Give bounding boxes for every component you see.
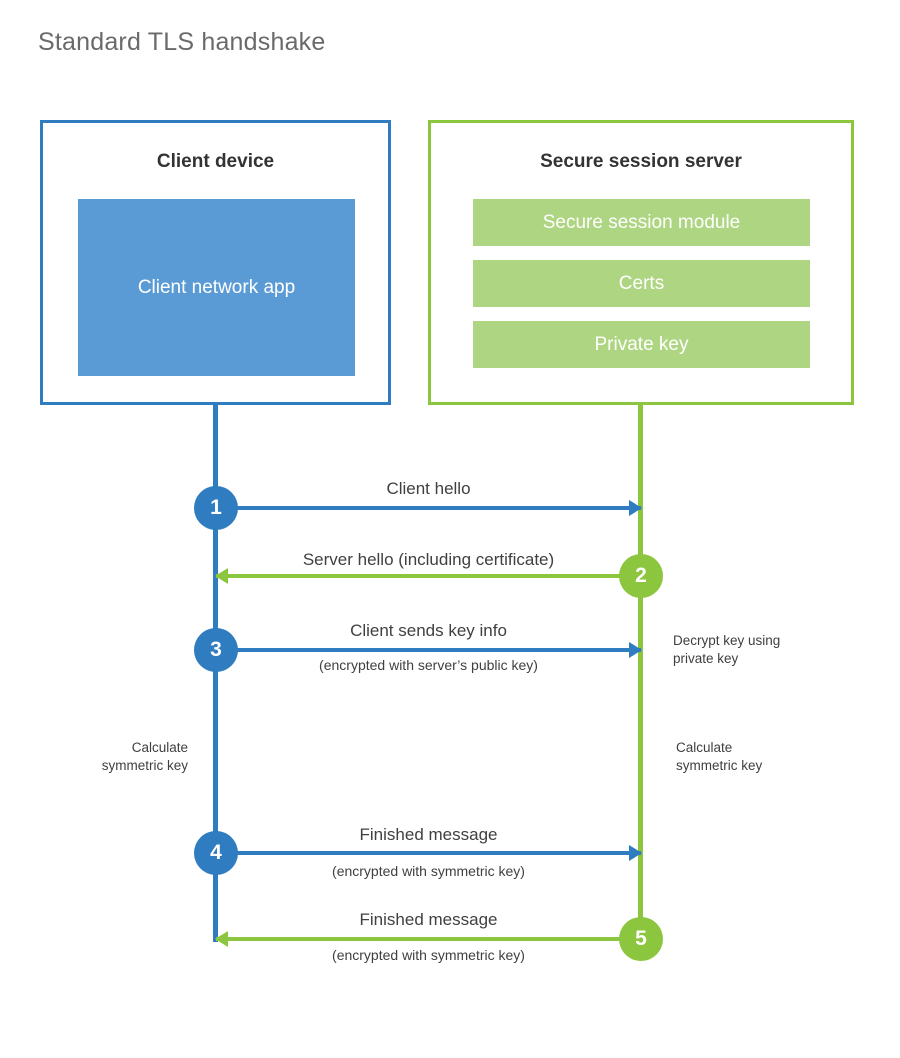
step-5-arrow (215, 931, 641, 947)
step-marker-3[interactable]: 3 (194, 628, 238, 672)
arrow-shaft (216, 648, 641, 652)
arrow-shaft (216, 937, 641, 941)
client-network-app-block: Client network app (78, 199, 355, 376)
annotation-server-calculate-symmetric-key: Calculate symmetric key (676, 740, 763, 773)
secure-session-server-title: Secure session server (540, 151, 742, 172)
step-4-arrow (216, 845, 642, 861)
client-lifeline (213, 405, 218, 942)
annotation-decrypt-key: Decrypt key using private key (673, 633, 781, 666)
arrow-head-icon (629, 500, 642, 516)
step-marker-1[interactable]: 1 (194, 486, 238, 530)
step-marker-2[interactable]: 2 (619, 554, 663, 598)
step-marker-4[interactable]: 4 (194, 831, 238, 875)
client-device-box: Client device Client network app (40, 120, 391, 405)
client-network-app-label: Client network app (137, 276, 296, 298)
arrow-head-icon (215, 931, 228, 947)
server-component-label: Secure session module (542, 211, 741, 233)
arrow-shaft (216, 574, 641, 578)
step-5-message-sublabel: (encrypted with symmetric key) (332, 947, 525, 963)
server-component-secure-session-module: Secure session module (473, 199, 810, 246)
server-component-label: Certs (618, 272, 665, 294)
server-component-certs: Certs (473, 260, 810, 307)
step-3-arrow (216, 642, 642, 658)
page-title: Standard TLS handshake (38, 28, 326, 56)
step-5-message-label: Finished message (359, 910, 498, 929)
step-1-arrow (216, 500, 642, 516)
step-4-message-label: Finished message (359, 825, 498, 844)
arrow-head-icon (629, 642, 642, 658)
step-2-message-label: Server hello (including certificate) (302, 550, 555, 569)
server-component-list: Secure session module Certs Private key (473, 199, 810, 368)
server-component-label: Private key (594, 333, 689, 355)
arrow-head-icon (629, 845, 642, 861)
server-lifeline (638, 405, 643, 939)
step-4-message-sublabel: (encrypted with symmetric key) (332, 863, 525, 879)
step-marker-5[interactable]: 5 (619, 917, 663, 961)
step-3-message-label: Client sends key info (350, 621, 507, 640)
arrow-head-icon (215, 568, 228, 584)
arrow-shaft (216, 851, 641, 855)
server-component-private-key: Private key (473, 321, 810, 368)
step-3-message-sublabel: (encrypted with server’s public key) (319, 657, 538, 673)
secure-session-server-box: Secure session server Secure session mod… (428, 120, 854, 405)
step-2-arrow (215, 568, 641, 584)
annotation-client-calculate-symmetric-key: Calculate symmetric key (101, 740, 188, 773)
step-1-message-label: Client hello (386, 479, 471, 498)
arrow-shaft (216, 506, 641, 510)
client-device-title: Client device (156, 151, 275, 172)
